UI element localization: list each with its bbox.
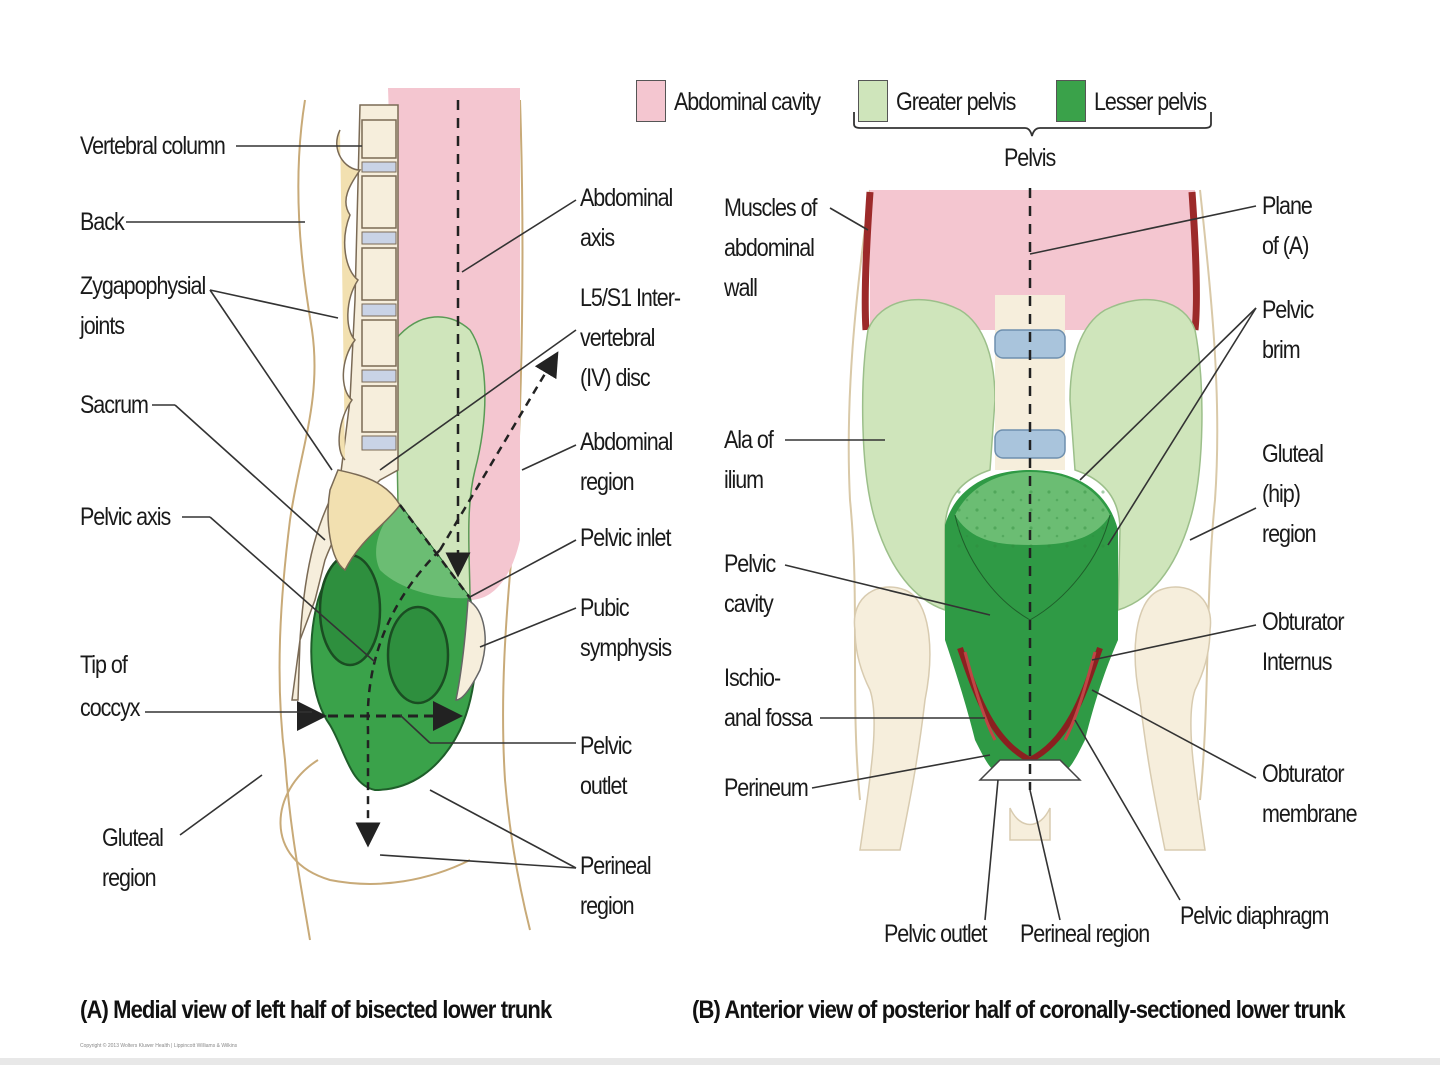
label-pubic-symphysis-2: symphysis: [580, 634, 672, 662]
copyright-note: Copyright © 2013 Wolters Kluwer Health |…: [80, 1043, 238, 1049]
label-vertebral-column: Vertebral column: [80, 132, 226, 160]
label-obt-mem-1: Obturator: [1262, 760, 1345, 788]
pelvic-inlet-line: [399, 504, 471, 599]
panel-b-leader-lines: [784, 205, 1257, 921]
label-gluteal-b-2: (hip): [1262, 480, 1301, 508]
legend-swatch-lesser: [1056, 80, 1086, 122]
label-brim-2: brim: [1262, 336, 1301, 364]
bottom-edge-strip: [0, 1058, 1440, 1065]
label-obt-int-2: Internus: [1262, 648, 1332, 676]
label-ala-2: ilium: [724, 466, 764, 494]
label-pubic-symphysis-1: Pubic: [580, 594, 630, 622]
body-outline-front: [502, 99, 531, 931]
label-pelvic-inlet: Pelvic inlet: [580, 524, 671, 552]
panel-a-illustration: [278, 88, 559, 941]
legend-swatch-abdominal: [636, 80, 666, 122]
label-ischio-2: anal fossa: [724, 704, 813, 732]
label-perineal-region-b: Perineal region: [1020, 920, 1150, 948]
label-obt-mem-2: membrane: [1262, 800, 1358, 828]
label-perineal-region-a-2: region: [580, 892, 635, 920]
label-tip-coccyx-2: coccyx: [80, 694, 141, 722]
label-pelvic-cavity-1: Pelvic: [724, 550, 776, 578]
label-l5s1-1: L5/S1 Inter-: [580, 284, 681, 312]
label-muscles-3: wall: [724, 274, 758, 302]
label-gluteal-a-1: Gluteal: [102, 824, 164, 852]
label-pelvic-outlet-a-1: Pelvic: [580, 732, 632, 760]
panel-b-illustration: [847, 188, 1219, 851]
label-back: Back: [80, 208, 125, 236]
label-muscles-1: Muscles of: [724, 194, 817, 222]
label-zygapophysial-2: joints: [80, 312, 125, 340]
label-brim-1: Pelvic: [1262, 296, 1314, 324]
abdominal-cavity-b: [870, 190, 1195, 330]
label-obt-int-1: Obturator: [1262, 608, 1345, 636]
label-pelvic-cavity-2: cavity: [724, 590, 774, 618]
label-abdominal-axis-2: axis: [580, 224, 615, 252]
label-zygapophysial-1: Zygapophysial: [80, 272, 206, 300]
label-pelvic-axis: Pelvic axis: [80, 503, 171, 531]
legend-swatch-greater: [858, 80, 888, 122]
vertebral-column-a: [291, 104, 401, 701]
label-pelvic-outlet-b: Pelvic outlet: [884, 920, 988, 948]
label-pelvic-outlet-a-2: outlet: [580, 772, 627, 800]
label-abdominal-region-2: region: [580, 468, 635, 496]
caption-panel-a: (A) Medial view of left half of bisected…: [80, 996, 552, 1024]
legend-label-greater: Greater pelvis: [896, 88, 1016, 116]
body-outline-gluteal: [279, 759, 471, 885]
obturator-foramen-a2: [386, 605, 450, 705]
label-plane-2: of (A): [1262, 232, 1309, 260]
label-gluteal-b-1: Gluteal: [1262, 440, 1324, 468]
legend-label-abdominal: Abdominal cavity: [674, 88, 821, 116]
pelvic-axis-curve: [355, 549, 441, 848]
legend-brace: [853, 112, 1212, 137]
legend-label-lesser: Lesser pelvis: [1094, 88, 1207, 116]
label-perineal-region-a-1: Perineal: [580, 852, 652, 880]
legend-label-pelvis: Pelvis: [1004, 144, 1056, 172]
pubic-symphysis-shape: [455, 598, 486, 701]
label-ala-1: Ala of: [724, 426, 774, 454]
label-l5s1-2: vertebral: [580, 324, 655, 352]
label-l5s1-3: (IV) disc: [580, 364, 651, 392]
label-muscles-2: abdominal: [724, 234, 815, 262]
label-ischio-1: Ischio-: [724, 664, 781, 692]
caption-panel-b: (B) Anterior view of posterior half of c…: [692, 996, 1346, 1024]
panel-a-leader-lines: [126, 145, 577, 869]
label-sacrum: Sacrum: [80, 391, 149, 419]
greater-pelvis-b: [861, 298, 996, 612]
label-tip-coccyx-1: Tip of: [80, 651, 128, 679]
label-plane-1: Plane: [1262, 192, 1313, 220]
inlet-arrow: [438, 351, 559, 551]
label-abdominal-region-1: Abdominal: [580, 428, 673, 456]
label-gluteal-b-3: region: [1262, 520, 1317, 548]
label-gluteal-a-2: region: [102, 864, 157, 892]
body-outline-back: [278, 99, 316, 941]
label-perineum: Perineum: [724, 774, 809, 802]
obturator-foramen-a1: [318, 553, 382, 667]
label-abdominal-axis-1: Abdominal: [580, 184, 673, 212]
label-pelvic-diaphragm: Pelvic diaphragm: [1180, 902, 1329, 930]
